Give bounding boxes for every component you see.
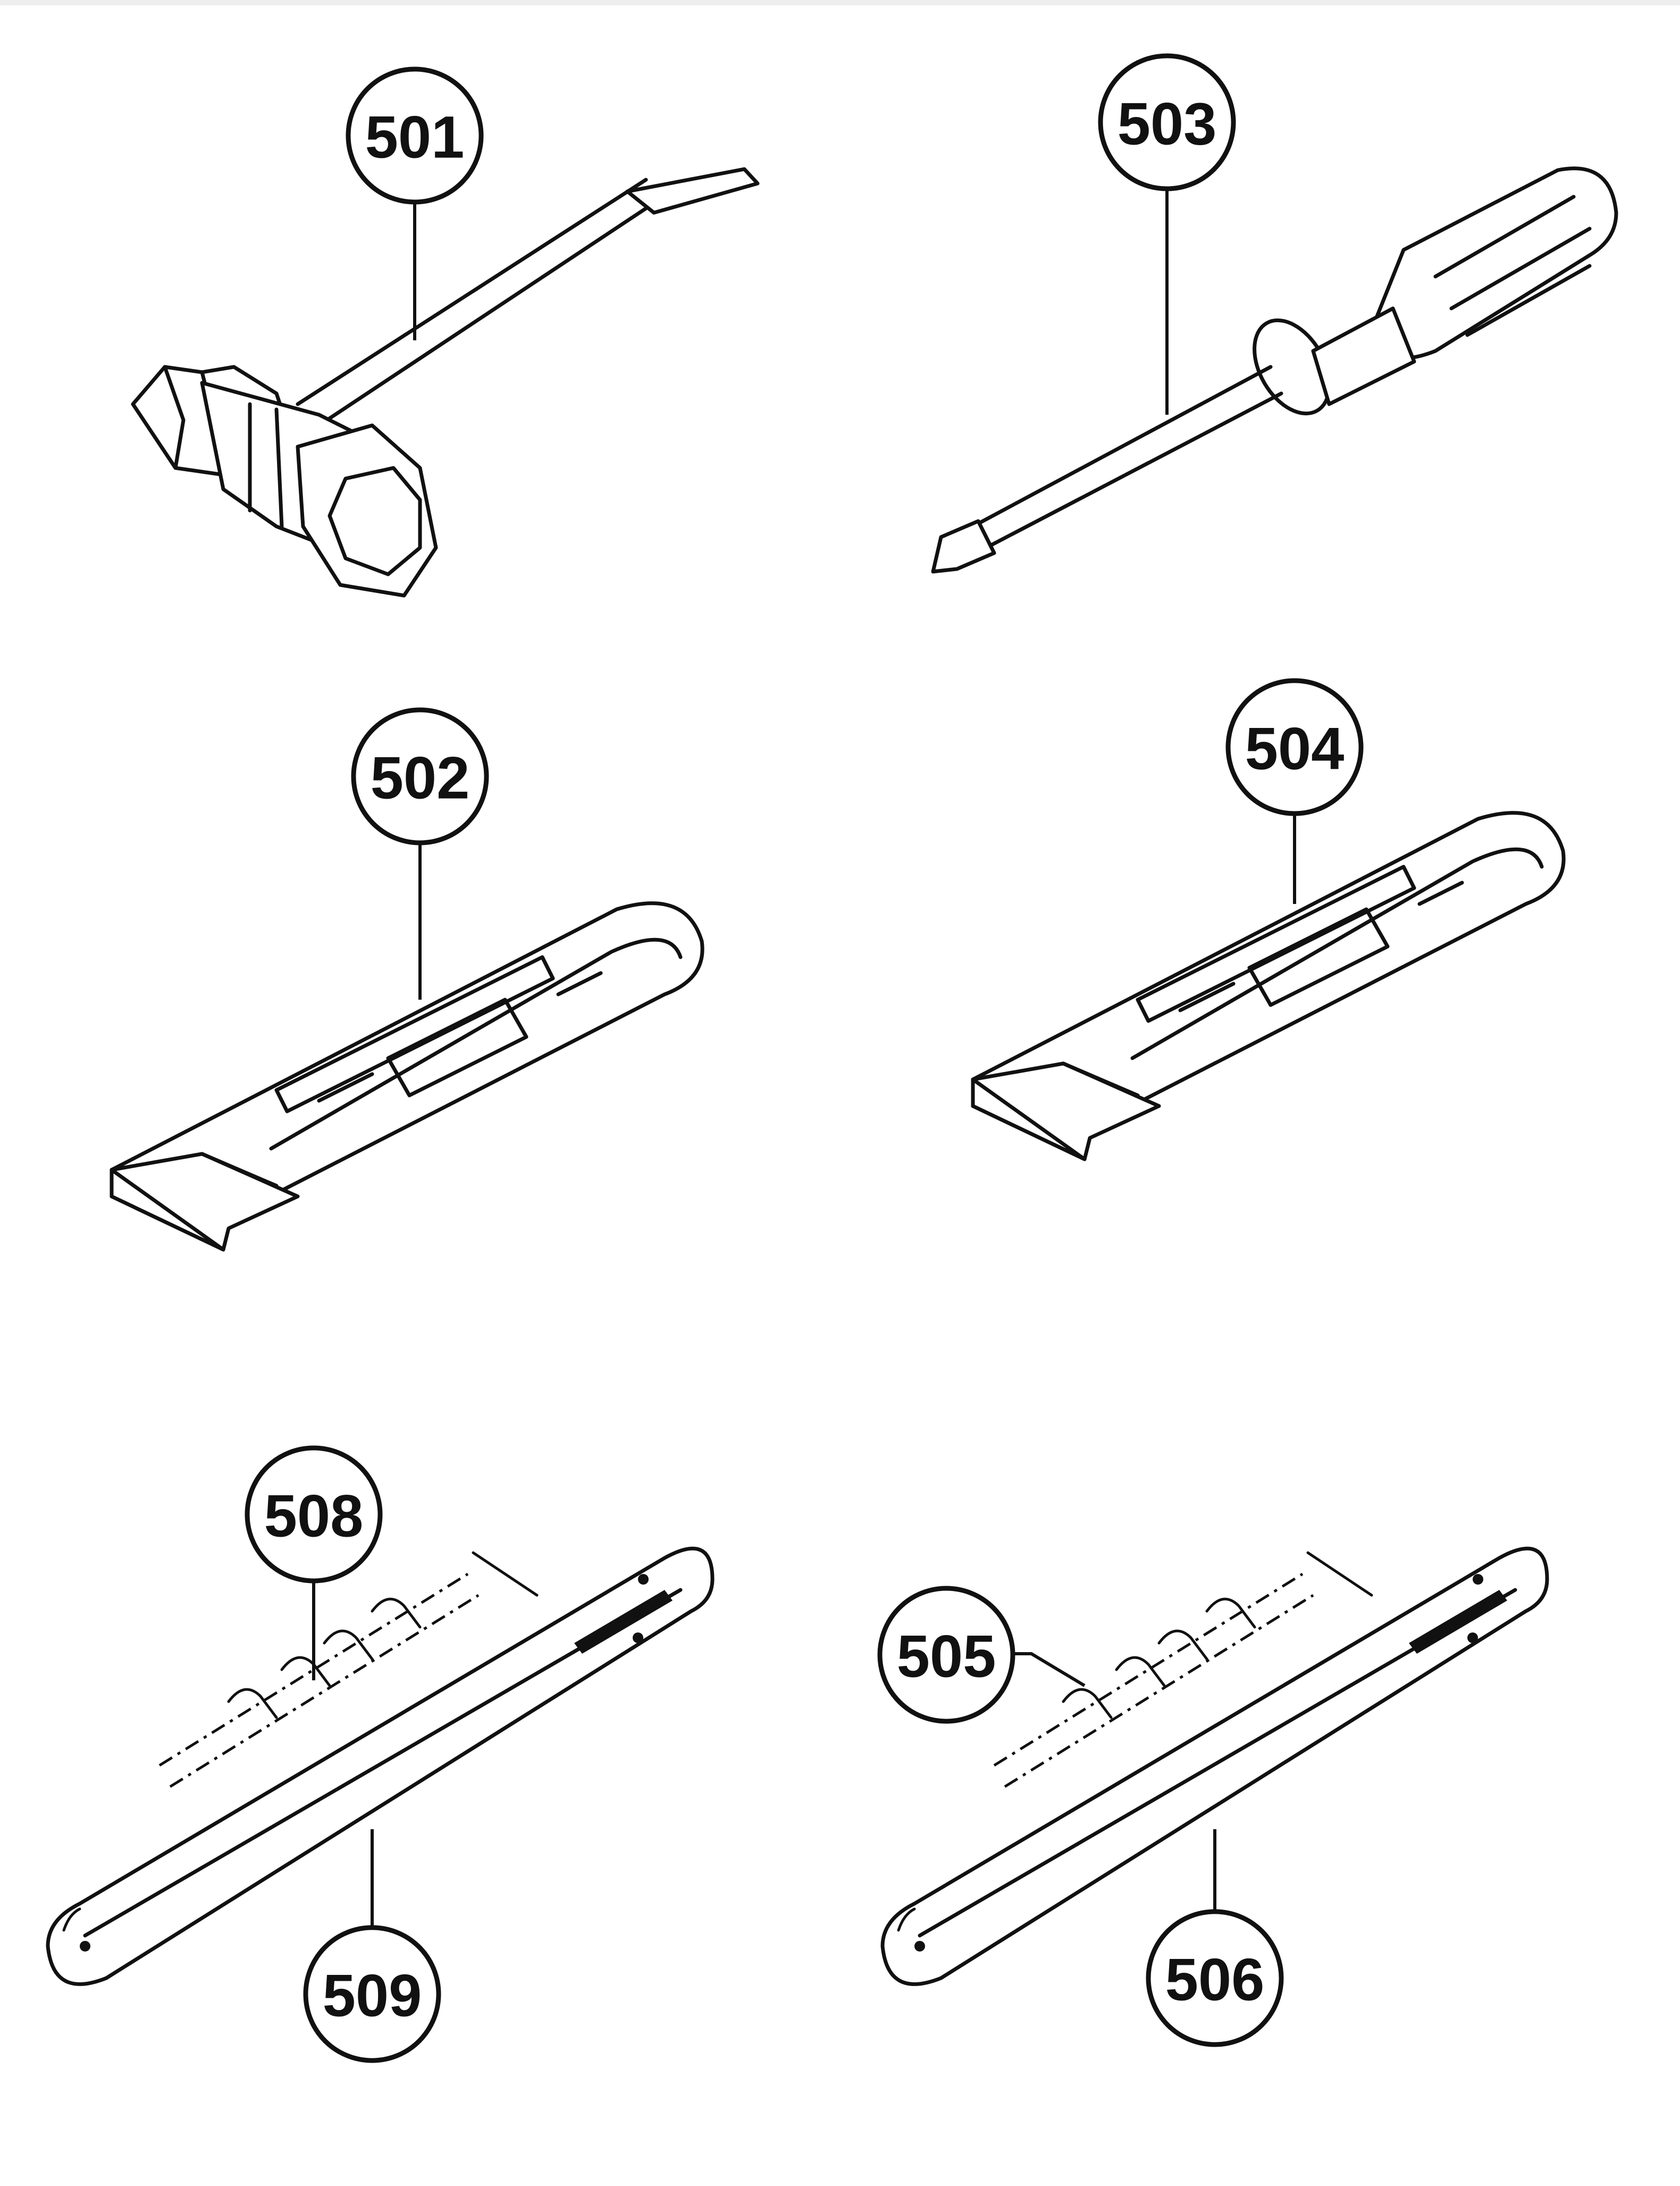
part-number-callout-504: 504 xyxy=(1225,678,1364,816)
spark-plug-wrench-icon xyxy=(131,167,760,598)
part-number-callout-501: 501 xyxy=(346,66,484,205)
callout-leader-505 xyxy=(1013,1652,1086,1687)
guide-bar-icon xyxy=(880,1546,1549,1986)
part-number-508: 508 xyxy=(264,1483,364,1550)
screwdriver-icon xyxy=(931,166,1618,574)
guide-bar-icon xyxy=(46,1546,715,1986)
part-number-callout-505: 505 xyxy=(877,1586,1015,1724)
part-number-509: 509 xyxy=(323,1963,422,2029)
part-number-501: 501 xyxy=(365,104,465,171)
bar-cover-icon xyxy=(110,901,704,1252)
part-number-503: 503 xyxy=(1118,91,1217,157)
part-number-callout-509: 509 xyxy=(303,1925,441,2063)
part-number-504: 504 xyxy=(1245,716,1345,782)
top-border xyxy=(0,0,1680,5)
bar-cover-icon xyxy=(971,811,1566,1161)
part-number-506: 506 xyxy=(1165,1947,1265,2013)
part-number-callout-502: 502 xyxy=(351,707,489,845)
part-number-callout-506: 506 xyxy=(1146,1909,1284,2047)
saw-chain-icon xyxy=(993,1572,1314,1788)
part-number-505: 505 xyxy=(897,1623,996,1690)
part-number-502: 502 xyxy=(371,745,470,811)
part-number-callout-503: 503 xyxy=(1098,53,1236,191)
part-number-callout-508: 508 xyxy=(245,1445,383,1584)
